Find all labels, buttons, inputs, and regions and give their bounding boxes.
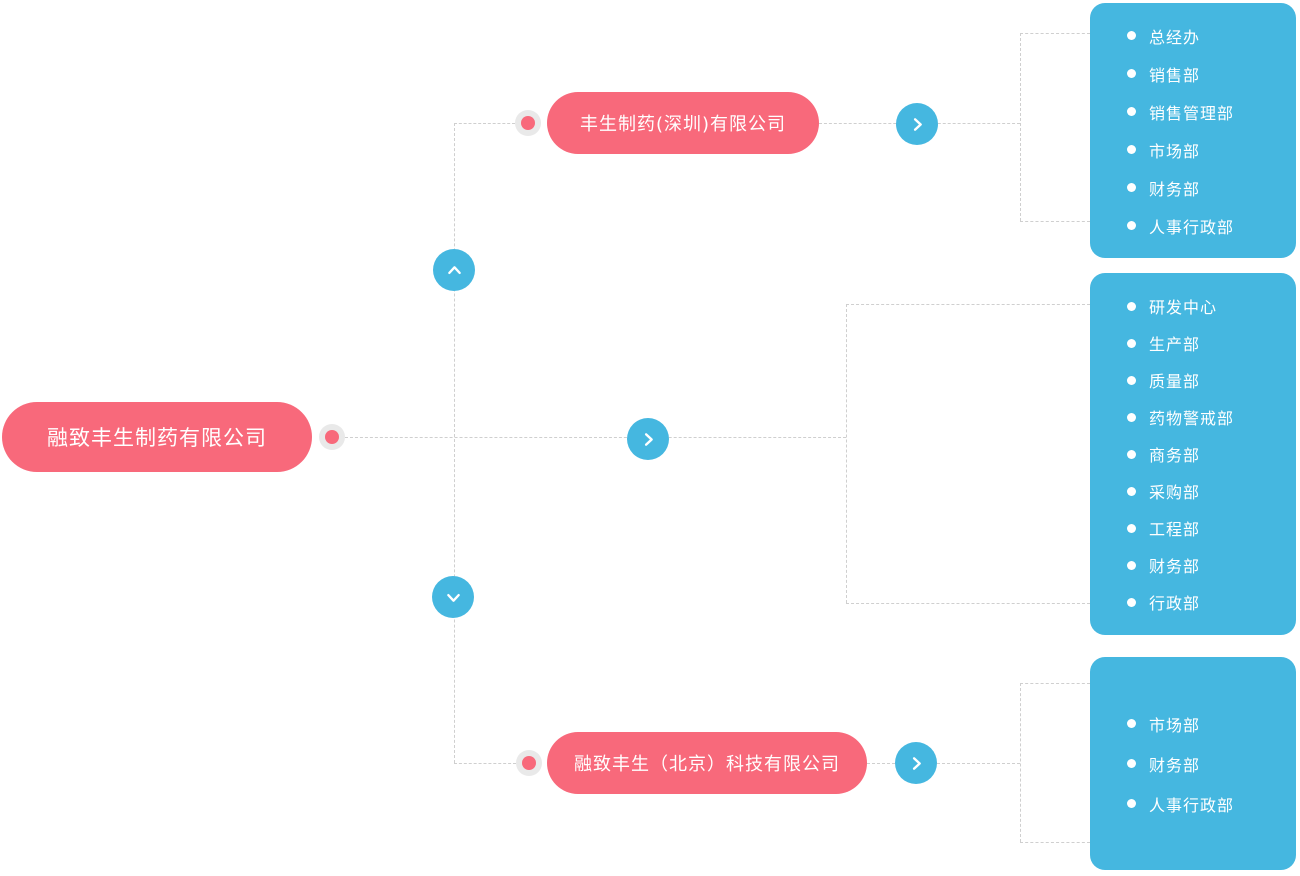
dot-icon — [325, 430, 339, 444]
department-item[interactable]: 财务部 — [1127, 169, 1296, 207]
department-label: 销售部 — [1149, 65, 1201, 85]
bullet-icon — [1127, 560, 1136, 570]
connector-line — [846, 304, 847, 603]
department-item[interactable]: 研发中心 — [1127, 288, 1296, 325]
connector-dot-icon — [516, 750, 542, 776]
chevron-up-icon — [447, 265, 461, 274]
connector-line — [454, 123, 515, 124]
department-item[interactable]: 行政部 — [1127, 584, 1296, 621]
connector-line — [867, 763, 1020, 764]
department-label: 采购部 — [1149, 483, 1201, 502]
bullet-icon — [1127, 412, 1136, 422]
bullet-icon — [1127, 486, 1136, 496]
connector-line — [454, 123, 455, 763]
bullet-icon — [1127, 69, 1136, 78]
department-item[interactable]: 销售部 — [1127, 55, 1296, 93]
chevron-right-icon — [644, 432, 653, 446]
department-item[interactable]: 市场部 — [1127, 704, 1296, 744]
company-node-beijing[interactable]: 融致丰生（北京）科技有限公司 — [547, 732, 867, 794]
bullet-icon — [1127, 221, 1136, 230]
department-label: 研发中心 — [1149, 298, 1218, 317]
department-item[interactable]: 人事行政部 — [1127, 784, 1296, 824]
department-item[interactable]: 市场部 — [1127, 131, 1296, 169]
department-panel-shenzhen: 总经办 销售部 销售管理部 市场部 财务部 人事行政部 — [1090, 3, 1296, 258]
dot-icon — [522, 756, 536, 770]
department-label: 财务部 — [1149, 755, 1201, 775]
department-item[interactable]: 财务部 — [1127, 547, 1296, 584]
expand-button-middle[interactable] — [627, 418, 669, 460]
expand-button-shenzhen[interactable] — [896, 103, 938, 145]
root-company-node[interactable]: 融致丰生制药有限公司 — [2, 402, 312, 472]
department-item[interactable]: 药物警戒部 — [1127, 399, 1296, 436]
department-label: 生产部 — [1149, 335, 1201, 354]
bullet-icon — [1127, 145, 1136, 154]
department-item[interactable]: 商务部 — [1127, 436, 1296, 473]
connector-line — [1020, 33, 1090, 34]
bullet-icon — [1127, 338, 1136, 348]
department-panel-beijing: 市场部 财务部 人事行政部 — [1090, 657, 1296, 870]
bullet-icon — [1127, 301, 1136, 311]
chevron-right-icon — [912, 756, 921, 770]
department-item[interactable]: 销售管理部 — [1127, 93, 1296, 131]
department-item[interactable]: 工程部 — [1127, 510, 1296, 547]
connector-line — [1020, 842, 1090, 843]
department-label: 市场部 — [1149, 141, 1201, 161]
department-label: 商务部 — [1149, 446, 1201, 465]
department-label: 工程部 — [1149, 520, 1201, 539]
department-item[interactable]: 人事行政部 — [1127, 207, 1296, 245]
bullet-icon — [1127, 107, 1136, 116]
expand-button-beijing[interactable] — [895, 742, 937, 784]
department-label: 财务部 — [1149, 179, 1201, 199]
department-label: 总经办 — [1149, 27, 1201, 47]
department-label: 质量部 — [1149, 372, 1201, 391]
department-item[interactable]: 总经办 — [1127, 17, 1296, 55]
department-label: 人事行政部 — [1149, 795, 1235, 815]
connector-dot-icon — [515, 110, 541, 136]
bullet-icon — [1127, 31, 1136, 40]
bullet-icon — [1127, 597, 1136, 607]
bullet-icon — [1127, 449, 1136, 459]
connector-line — [454, 763, 516, 764]
department-label: 市场部 — [1149, 715, 1201, 735]
department-item[interactable]: 采购部 — [1127, 473, 1296, 510]
bullet-icon — [1127, 759, 1136, 768]
connector-line — [1020, 221, 1090, 222]
chevron-right-icon — [913, 117, 922, 131]
department-item[interactable]: 质量部 — [1127, 362, 1296, 399]
department-item[interactable]: 财务部 — [1127, 744, 1296, 784]
connector-line — [1020, 33, 1021, 221]
company-node-shenzhen[interactable]: 丰生制药(深圳)有限公司 — [547, 92, 819, 154]
collapse-up-button[interactable] — [433, 249, 475, 291]
collapse-down-button[interactable] — [432, 576, 474, 618]
connector-line — [1020, 683, 1021, 842]
connector-line — [846, 603, 1090, 604]
bullet-icon — [1127, 719, 1136, 728]
department-panel-middle: 研发中心 生产部 质量部 药物警戒部 商务部 采购部 工程部 财务部 — [1090, 273, 1296, 635]
bullet-icon — [1127, 523, 1136, 533]
bullet-icon — [1127, 799, 1136, 808]
department-label: 销售管理部 — [1149, 103, 1235, 123]
connector-line — [1020, 683, 1090, 684]
department-label: 行政部 — [1149, 594, 1201, 613]
department-label: 财务部 — [1149, 557, 1201, 576]
chevron-down-icon — [446, 593, 460, 602]
bullet-icon — [1127, 183, 1136, 192]
connector-line — [345, 437, 846, 438]
connector-line — [846, 304, 1090, 305]
department-label: 药物警戒部 — [1149, 409, 1235, 428]
department-item[interactable]: 生产部 — [1127, 325, 1296, 362]
connector-dot-icon — [319, 424, 345, 450]
department-label: 人事行政部 — [1149, 217, 1235, 237]
bullet-icon — [1127, 375, 1136, 385]
dot-icon — [521, 116, 535, 130]
